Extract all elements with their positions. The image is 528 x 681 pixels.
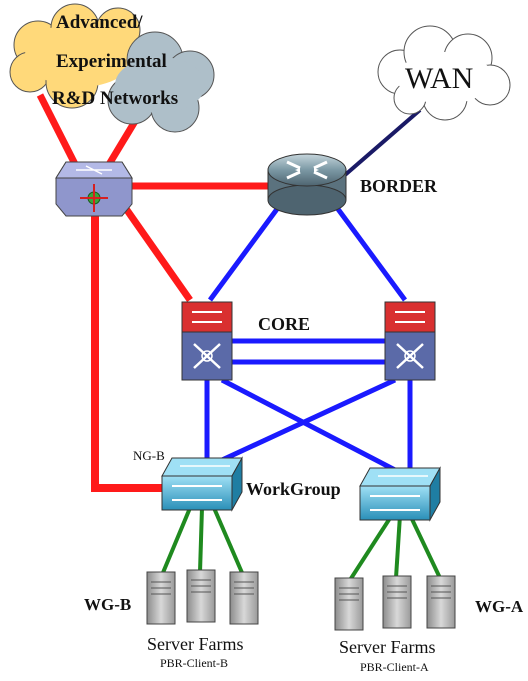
ng-b-label: NG-B	[133, 448, 165, 463]
wg-a-label: WG-A	[475, 597, 524, 616]
server-farm-a	[334, 575, 456, 631]
link-wg-a-to-server-3	[408, 514, 442, 579]
server-farm-b	[146, 569, 259, 625]
core-switch-left	[181, 301, 233, 381]
server-b-2	[186, 569, 216, 623]
border-label: BORDER	[360, 176, 438, 196]
pbr-client-b-label: PBR-Client-B	[160, 656, 228, 670]
research-cloud-gray-shape	[107, 31, 215, 133]
server-a-3	[426, 575, 456, 629]
link-edge-switch-to-workgroup-b	[91, 212, 165, 492]
server-a-2	[382, 575, 412, 629]
link-border-to-core-right	[332, 203, 408, 302]
link-wg-b-to-server-1	[160, 507, 192, 576]
research-cloud-line-3: R&D Networks	[52, 88, 178, 109]
research-cloud-yellow-shape	[9, 3, 141, 109]
link-border-to-core-left	[207, 203, 283, 302]
links	[36, 93, 442, 582]
link-wg-b-to-server-2	[198, 507, 204, 573]
research-cloud: Advanced/ Experimental R&D Networks	[9, 3, 215, 133]
link-wg-a-to-server-1	[348, 513, 394, 582]
server-a-1	[334, 577, 364, 631]
workgroup-label: WorkGroup	[246, 479, 341, 499]
wan-cloud: WAN	[377, 25, 511, 121]
pbr-client-a-label: PBR-Client-A	[360, 660, 429, 674]
link-wg-a-to-server-2	[394, 514, 402, 579]
server-farms-a-label: Server Farms	[339, 637, 435, 657]
link-cloud-to-edge-switch-a	[36, 93, 82, 172]
edge-switch	[55, 161, 133, 217]
core-switch-right	[384, 301, 436, 381]
server-b-3	[229, 571, 259, 625]
wg-b-label: WG-B	[84, 595, 131, 614]
workgroup-switch-a	[359, 466, 441, 522]
border-router	[267, 153, 347, 216]
wan-label: WAN	[405, 62, 473, 95]
link-core-right-to-workgroup-b	[220, 377, 397, 463]
research-cloud-line-1: Advanced/	[56, 12, 143, 33]
link-edge-switch-to-core-left	[119, 200, 193, 303]
link-cloud-to-edge-switch-b	[105, 116, 140, 168]
server-b-1	[146, 571, 176, 625]
link-core-left-to-workgroup-a	[220, 377, 397, 473]
core-label: CORE	[258, 314, 310, 334]
link-border-to-wan	[343, 108, 422, 177]
server-farms-b-label: Server Farms	[147, 634, 243, 654]
workgroup-switch-b	[161, 456, 243, 512]
research-cloud-line-2: Experimental	[56, 51, 167, 72]
link-wg-b-to-server-3	[212, 507, 245, 576]
